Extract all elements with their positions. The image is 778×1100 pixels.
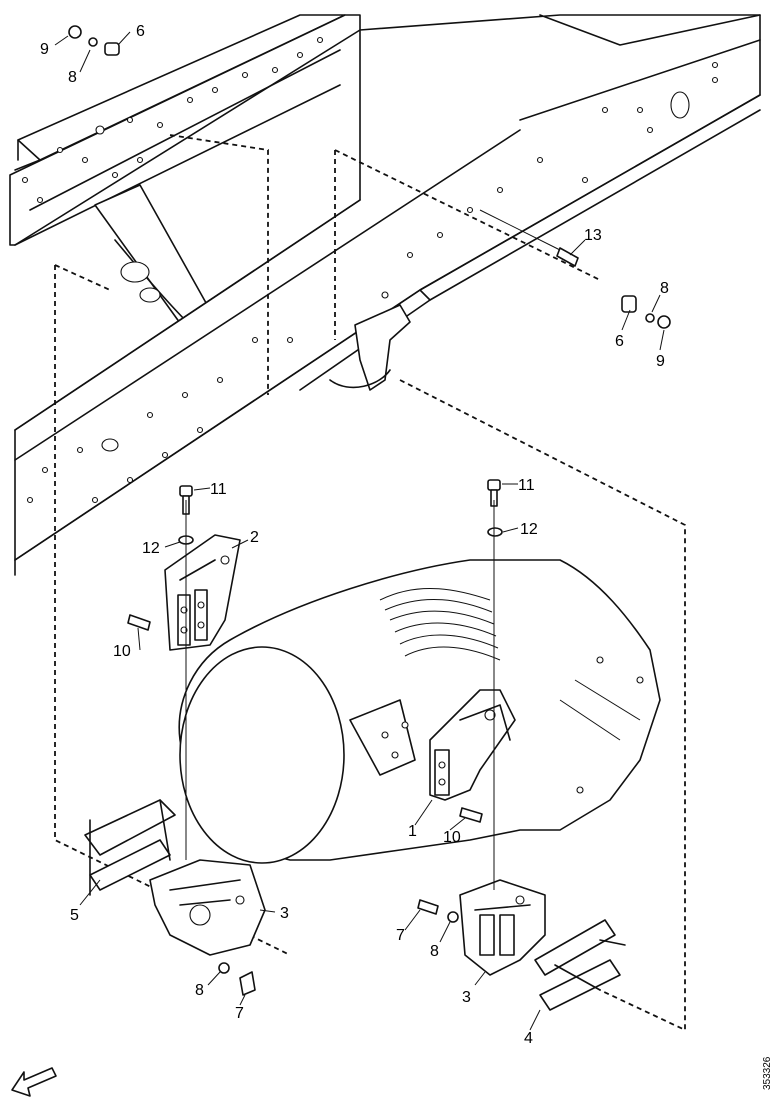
direction-arrow-icon xyxy=(11,1067,57,1097)
callout-9-right: 9 xyxy=(656,353,665,370)
engine-mount-part-3-right xyxy=(459,879,546,976)
callout-7-left: 7 xyxy=(235,1005,244,1022)
callout-8-left-mount: 8 xyxy=(195,982,204,999)
fasteners xyxy=(68,25,671,996)
callout-7-right: 7 xyxy=(396,927,405,944)
callout-2: 2 xyxy=(250,529,259,546)
callout-10-right: 10 xyxy=(443,829,461,846)
leader-lines xyxy=(54,31,665,1031)
callout-6-right: 6 xyxy=(615,333,624,350)
callout-13: 13 xyxy=(584,227,602,244)
callout-5: 5 xyxy=(70,907,79,924)
callout-12-left: 12 xyxy=(142,540,160,557)
bracket-part-2 xyxy=(164,534,241,651)
callout-9-top-left: 9 xyxy=(40,41,49,58)
engine-mount-part-3-left xyxy=(149,859,266,956)
lower-frame-rail xyxy=(14,14,761,576)
callout-11-right: 11 xyxy=(518,477,535,494)
callout-3-left: 3 xyxy=(280,905,289,922)
callout-1: 1 xyxy=(408,823,417,840)
clamp-part-5 xyxy=(84,799,176,896)
callout-6-top-left: 6 xyxy=(136,23,145,40)
gearbox-housing xyxy=(178,559,661,864)
upper-frame-rail xyxy=(9,14,361,331)
callout-11-left: 11 xyxy=(210,481,227,498)
callout-8-right-mount: 8 xyxy=(430,943,439,960)
callout-labels: 9 8 6 13 8 6 9 11 11 12 2 12 10 1 10 5 3… xyxy=(40,23,669,1047)
callout-12-right: 12 xyxy=(520,521,538,538)
document-id: 353326 xyxy=(762,1056,773,1090)
callout-10-left: 10 xyxy=(113,643,131,660)
callout-4: 4 xyxy=(524,1030,533,1047)
callout-8-top-left: 8 xyxy=(68,69,77,86)
callout-3-right: 3 xyxy=(462,989,471,1006)
callout-8-right: 8 xyxy=(660,280,669,297)
clamp-part-4 xyxy=(534,919,626,1011)
